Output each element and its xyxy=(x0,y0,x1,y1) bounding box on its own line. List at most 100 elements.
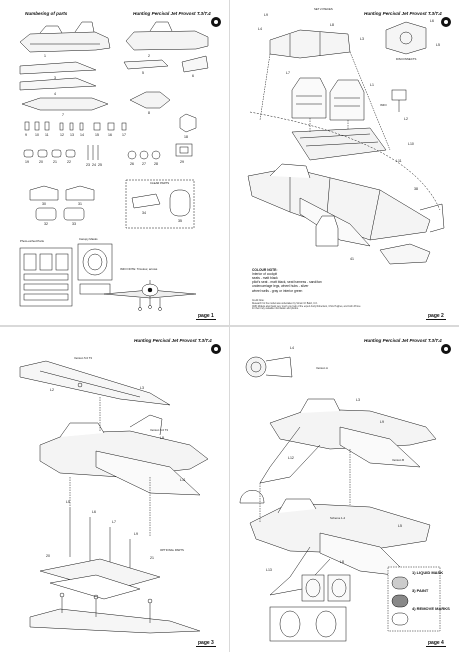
svg-text:3: 3 xyxy=(54,76,56,80)
svg-text:11: 11 xyxy=(45,133,49,137)
svg-text:16: 16 xyxy=(108,133,112,137)
svg-text:L10: L10 xyxy=(408,142,414,146)
svg-text:22: 22 xyxy=(67,160,71,164)
legend-paint: 3) PAINT xyxy=(412,588,429,593)
version-callout: Version 5.0 T3 xyxy=(74,356,92,360)
svg-text:29: 29 xyxy=(180,160,184,164)
info-label: INFO xyxy=(380,103,387,107)
colour-note-line: Interior of cockpit xyxy=(252,272,278,277)
svg-text:L2: L2 xyxy=(50,388,54,392)
colour-note-line: undercarriage legs, wheel hubs - silver xyxy=(252,284,309,289)
svg-text:28: 28 xyxy=(154,162,158,166)
svg-text:L9: L9 xyxy=(264,13,268,17)
page-1-number: page 1 xyxy=(196,313,216,320)
svg-text:5: 5 xyxy=(142,71,144,75)
svg-text:19: 19 xyxy=(25,160,29,164)
info-note-label: INFO NOTE: Tricolour, arrows xyxy=(120,267,158,271)
svg-text:1: 1 xyxy=(44,54,46,58)
photo-etched-label: Photo-etched Parts xyxy=(20,239,44,243)
svg-text:38: 38 xyxy=(414,187,418,191)
svg-text:20: 20 xyxy=(39,160,43,164)
svg-text:L7: L7 xyxy=(112,520,116,524)
svg-text:12: 12 xyxy=(60,133,64,137)
svg-text:20: 20 xyxy=(46,554,50,558)
page-4-title: Hunting Percival Jet Provost T.3/T.4 xyxy=(364,338,442,343)
svg-text:L5: L5 xyxy=(436,43,440,47)
page-1-title: Hunting Percival Jet Provost T.3/T.4 xyxy=(133,11,211,16)
svg-text:6: 6 xyxy=(192,74,194,78)
credit-line: for their truly valuable information and… xyxy=(252,308,299,311)
svg-text:L3: L3 xyxy=(356,398,360,402)
version-a-label: Version A xyxy=(316,366,328,370)
svg-text:9: 9 xyxy=(25,133,27,137)
svg-text:L3: L3 xyxy=(360,37,364,41)
svg-text:41: 41 xyxy=(350,257,354,261)
credit-line: Research for the model was undertaken by… xyxy=(252,302,318,305)
credit-heading: Credit Note: xyxy=(252,300,265,302)
svg-text:8: 8 xyxy=(148,111,150,115)
legend-remove-marks: 4) REMOVE MARKS xyxy=(412,606,450,611)
svg-text:34: 34 xyxy=(142,211,146,215)
svg-text:L5: L5 xyxy=(398,524,402,528)
svg-text:L12: L12 xyxy=(288,456,294,460)
colour-note-line: pilot's seat - matt black, seat harness … xyxy=(252,280,322,285)
instruction-page-3: Hunting Percival Jet Provost T.3/T.4 xyxy=(0,327,229,652)
version-b-label: Version B xyxy=(392,458,404,462)
set-pieces-label: SET 2 PIECES xyxy=(314,7,333,11)
instruction-page-2: Hunting Percival Jet Provost T.3/T.4 xyxy=(230,0,459,325)
page-3-number: page 3 xyxy=(196,640,216,647)
svg-text:25: 25 xyxy=(98,163,102,167)
svg-text:L8: L8 xyxy=(160,436,164,440)
svg-text:2: 2 xyxy=(148,54,150,58)
svg-text:L13: L13 xyxy=(266,568,272,572)
cmk-logo-icon xyxy=(441,344,451,354)
colour-notes: COLOUR NOTE: Interior of cockpit seats -… xyxy=(252,268,322,293)
svg-text:L9: L9 xyxy=(380,420,384,424)
svg-text:L11: L11 xyxy=(396,159,402,163)
svg-text:24: 24 xyxy=(92,163,96,167)
svg-text:L8: L8 xyxy=(340,560,344,564)
svg-text:21: 21 xyxy=(53,160,57,164)
svg-text:L6: L6 xyxy=(92,510,96,514)
instruction-page-4: Hunting Percival Jet Provost T.3/T.4 xyxy=(230,327,459,652)
svg-text:35: 35 xyxy=(178,219,182,223)
svg-text:23: 23 xyxy=(86,163,90,167)
svg-text:L4: L4 xyxy=(290,346,294,350)
svg-text:L6: L6 xyxy=(430,19,434,23)
svg-text:L11: L11 xyxy=(180,478,186,482)
svg-text:27: 27 xyxy=(142,162,146,166)
optional-parts-label: OPTIONAL PARTS xyxy=(160,548,184,552)
page-2-title: Hunting Percival Jet Provost T.3/T.4 xyxy=(364,11,442,16)
svg-text:10: 10 xyxy=(35,133,39,137)
cmk-logo-icon xyxy=(211,344,221,354)
colour-note-line: seats - matt black xyxy=(252,276,278,281)
svg-text:18: 18 xyxy=(184,135,188,139)
svg-text:26: 26 xyxy=(130,162,134,166)
svg-text:L2: L2 xyxy=(404,117,408,121)
svg-text:31: 31 xyxy=(78,202,82,206)
credit-line: CMK Models also thank very much you help… xyxy=(252,305,361,308)
colour-note-line: wheel wells - gray or interior green xyxy=(252,288,303,293)
svg-text:L5: L5 xyxy=(66,500,70,504)
svg-text:21: 21 xyxy=(150,556,154,560)
svg-text:17: 17 xyxy=(122,133,126,137)
svg-text:L9: L9 xyxy=(134,532,138,536)
disconnects-label: DISCONNECTS xyxy=(396,57,417,61)
clear-parts-label: CLEAR PARTS xyxy=(150,181,170,185)
svg-text:L1: L1 xyxy=(370,83,374,87)
svg-text:4: 4 xyxy=(54,92,56,96)
svg-text:15: 15 xyxy=(95,133,99,137)
svg-text:L3: L3 xyxy=(140,386,144,390)
svg-text:7: 7 xyxy=(62,113,64,117)
svg-text:13: 13 xyxy=(70,133,74,137)
canopy-masks-label: Canopy Masks xyxy=(79,237,98,241)
svg-text:14: 14 xyxy=(80,133,84,137)
scheme-callout: Scheme 1-4 xyxy=(330,516,346,520)
instruction-page-1: Numbering of parts Hunting Percival Jet … xyxy=(0,0,229,325)
version-option: Version 5.0 T3 xyxy=(150,428,168,432)
svg-text:30: 30 xyxy=(42,202,46,206)
